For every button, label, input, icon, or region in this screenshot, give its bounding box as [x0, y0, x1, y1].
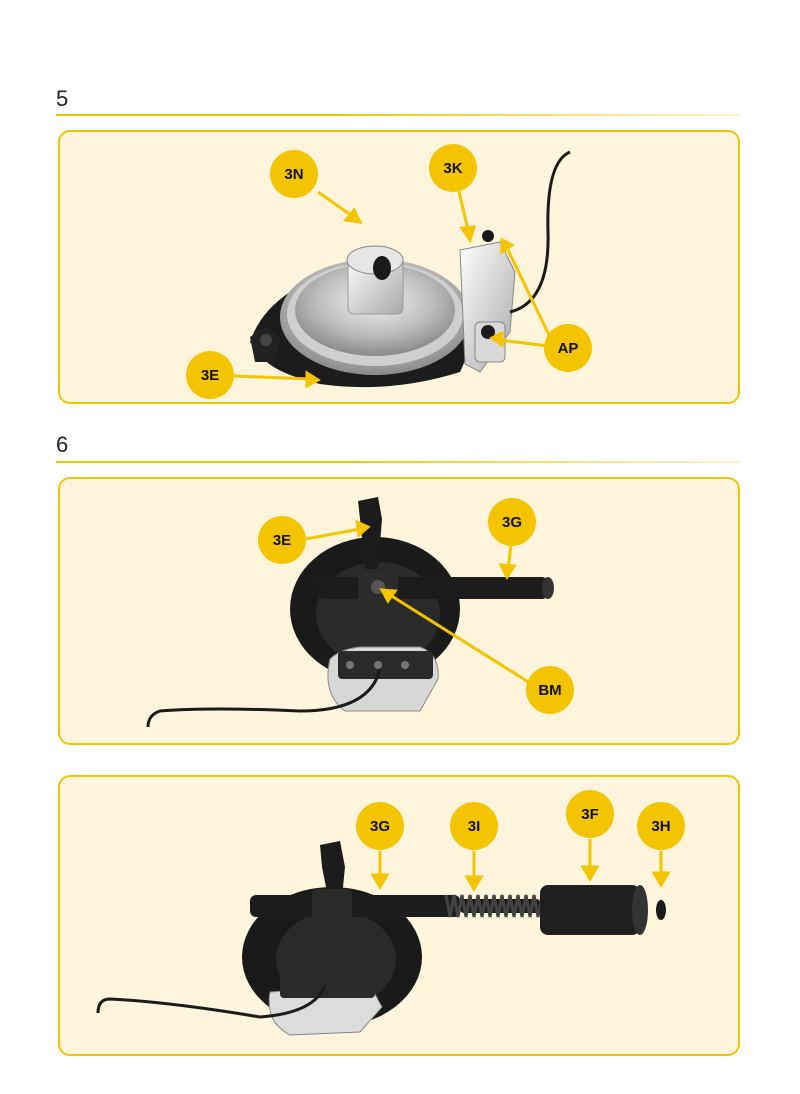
spring-assembly-illustration	[96, 841, 666, 1036]
svg-text:3H: 3H	[651, 818, 670, 835]
callout-3N: 3N	[270, 150, 318, 198]
svg-text:3K: 3K	[443, 160, 462, 177]
callout-3E: 3E	[186, 351, 234, 399]
step-divider	[56, 114, 740, 116]
callout-3G: 3G	[488, 498, 536, 546]
callout-AP: AP	[544, 324, 592, 372]
svg-text:3F: 3F	[581, 806, 599, 823]
callout-3I: 3I	[450, 802, 498, 850]
svg-text:3N: 3N	[284, 166, 303, 183]
callout-BM: BM	[526, 666, 574, 714]
step-number: 5	[56, 86, 69, 111]
step-5-panel: 3N 3K AP 3E	[58, 130, 740, 404]
svg-text:3I: 3I	[468, 818, 481, 835]
step-7-panel: 3G 3I 3F 3H	[58, 775, 740, 1056]
svg-text:BM: BM	[538, 682, 561, 699]
step-number: 6	[56, 432, 69, 457]
callout-3F: 3F	[566, 790, 614, 838]
callout-3G: 3G	[356, 802, 404, 850]
svg-text:AP: AP	[558, 340, 579, 357]
brake-disc-illustration	[250, 150, 571, 388]
callout-3H: 3H	[637, 802, 685, 850]
brake-assembly-illustration	[146, 497, 554, 728]
step-6-panel: 3E 3G BM	[58, 477, 740, 745]
callout-3E: 3E	[258, 516, 306, 564]
svg-text:3E: 3E	[201, 367, 219, 384]
step-divider	[56, 461, 740, 463]
svg-text:3G: 3G	[370, 818, 390, 835]
svg-text:3G: 3G	[502, 514, 522, 531]
svg-text:3E: 3E	[273, 532, 291, 549]
callout-3K: 3K	[429, 144, 477, 192]
